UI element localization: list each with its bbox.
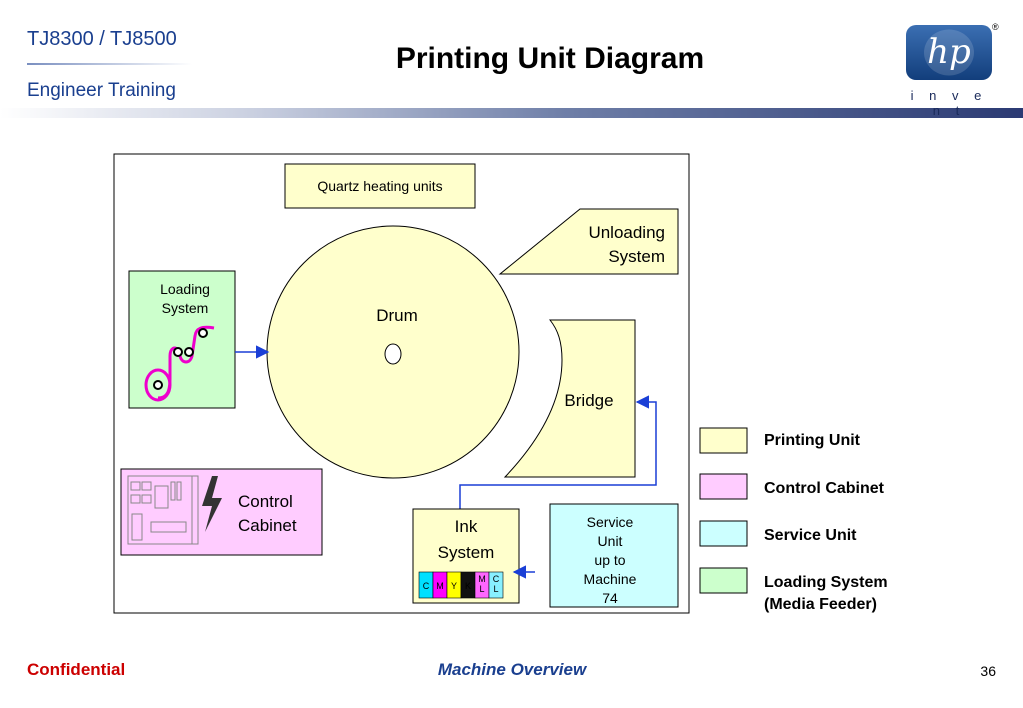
model-name: TJ8300 / TJ8500 (27, 28, 177, 50)
ink-cartridge-label: Y (451, 581, 457, 591)
page-title: Printing Unit Diagram (395, 42, 705, 75)
legend-label-media-feeder: (Media Feeder) (764, 596, 877, 613)
quartz-box (284, 163, 476, 209)
registered-mark: ® (992, 22, 999, 32)
service-label-3: up to (594, 552, 625, 568)
header-separator (27, 63, 192, 65)
unloading-label-1: Unloading (588, 223, 665, 242)
service-label-2: Unit (598, 533, 623, 549)
service-unit-box (549, 503, 679, 608)
page-number: 36 (980, 663, 996, 679)
legend-swatch-service-unit (699, 520, 748, 547)
bridge-shape (503, 319, 636, 478)
service-label-5: 74 (602, 590, 618, 606)
legend-label-control-cabinet: Control Cabinet (764, 480, 885, 497)
course-name: Engineer Training (27, 80, 176, 101)
legend-swatch-printing-unit (699, 427, 748, 454)
loading-label-1: Loading (160, 281, 210, 297)
ink-cartridge-label: C (493, 574, 500, 584)
footer-section: Machine Overview (437, 660, 587, 679)
ink-cartridge-label: K (465, 581, 471, 591)
quartz-label: Quartz heating units (317, 178, 442, 194)
loading-label-2: System (162, 300, 209, 316)
header-band (0, 108, 1023, 118)
lightning-icon (202, 476, 222, 532)
media-path-icon (144, 325, 215, 402)
footer-confidential: Confidential (27, 660, 126, 679)
hp-logo-mark: hp (927, 32, 971, 72)
unloading-system-shape (498, 208, 679, 275)
drum-label: Drum (376, 306, 418, 325)
legend-label-service-unit: Service Unit (764, 527, 857, 544)
legend-swatch-loading-system (699, 567, 748, 594)
legend-label-printing-unit: Printing Unit (764, 432, 861, 449)
ink-cartridge-label: C (423, 581, 430, 591)
bridge-label: Bridge (564, 391, 613, 410)
ink-cartridge-label: L (479, 584, 484, 594)
legend-swatch-control-cabinet (699, 473, 748, 500)
control-label-1: Control (238, 492, 293, 511)
ink-cartridge-label: M (436, 581, 444, 591)
ink-cartridge-label: L (493, 584, 498, 594)
hp-logo: hp (906, 25, 992, 80)
circuit-board-icon (127, 475, 199, 545)
service-label-1: Service (587, 514, 634, 530)
legend: Printing Unit Control Cabinet Service Un… (699, 427, 888, 613)
ink-label-2: System (438, 543, 495, 562)
service-label-4: Machine (584, 571, 637, 587)
legend-label-loading-system: Loading System (764, 574, 888, 591)
control-label-2: Cabinet (238, 516, 297, 535)
unloading-label-2: System (608, 247, 665, 266)
ink-cartridge (488, 571, 504, 599)
drum-axle (384, 343, 402, 365)
logo-tagline: i n v e n t (910, 88, 988, 118)
control-cabinet-box (120, 468, 323, 556)
ink-label-1: Ink (455, 517, 478, 536)
ink-to-bridge-line (459, 395, 657, 509)
ink-cartridge-label: M (478, 574, 486, 584)
